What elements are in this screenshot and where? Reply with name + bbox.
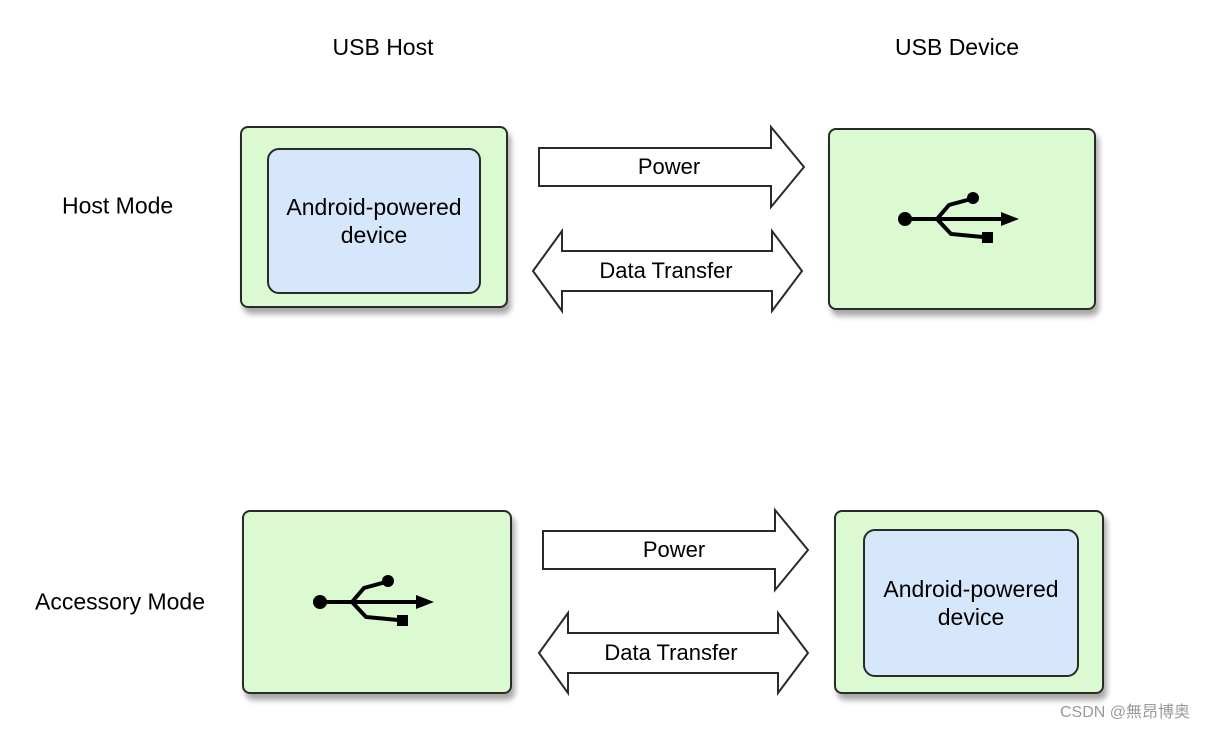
host-mode-usb-host-box: Android-powered device — [240, 126, 508, 308]
data-transfer-label: Data Transfer — [599, 258, 733, 283]
host-mode-usb-device-box — [828, 128, 1096, 310]
row-label-accessory-mode: Accessory Mode — [35, 588, 206, 615]
android-device-label-line2: device — [937, 604, 1005, 630]
watermark: CSDN @無昂博奥 — [1059, 704, 1190, 721]
power-arrow-right — [538, 124, 806, 210]
data-transfer-double-arrow — [537, 609, 810, 697]
power-label: Power — [642, 537, 706, 562]
power-label: Power — [637, 154, 701, 179]
android-powered-device-box: Android-powered device — [863, 529, 1079, 677]
power-arrow-right — [542, 507, 810, 593]
accessory-mode-usb-host-box — [242, 510, 512, 694]
row-label-host-mode: Host Mode — [62, 192, 174, 219]
column-header-usb-device: USB Device — [895, 34, 1019, 60]
android-device-label-line1: Android-powered — [883, 576, 1059, 602]
data-transfer-double-arrow — [531, 227, 804, 315]
accessory-mode-usb-device-box: Android-powered device — [834, 510, 1104, 694]
usb-icon — [898, 192, 1019, 243]
android-device-label-line1: Android-powered — [286, 194, 462, 220]
column-header-usb-host: USB Host — [332, 34, 434, 60]
android-device-label-line2: device — [340, 222, 408, 248]
android-powered-device-box: Android-powered device — [267, 148, 481, 294]
usb-icon — [313, 575, 434, 626]
data-transfer-label: Data Transfer — [604, 640, 738, 665]
